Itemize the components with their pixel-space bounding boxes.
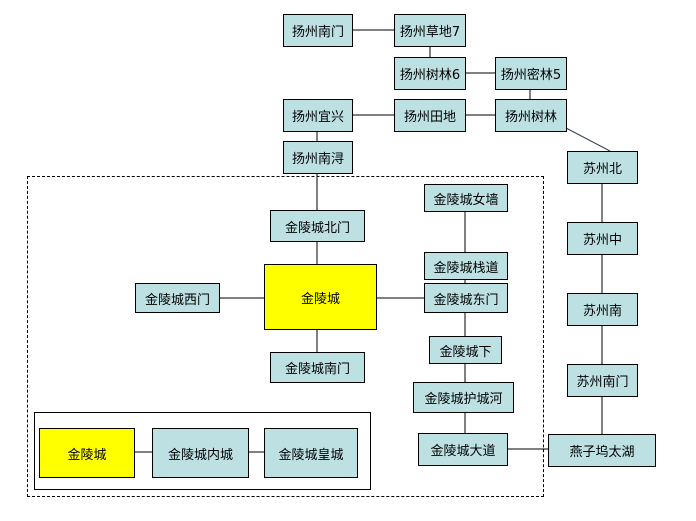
inner-city-legend-box	[34, 412, 371, 490]
node-inner-jinling-city[interactable]: 金陵城	[39, 428, 135, 478]
node-jinling-huchenghe[interactable]: 金陵城护城河	[413, 382, 514, 413]
node-suzhou-nan[interactable]: 苏州南	[567, 293, 638, 326]
node-jinling-nanmen[interactable]: 金陵城南门	[270, 352, 365, 383]
node-inner-neicheng[interactable]: 金陵城内城	[152, 428, 249, 478]
node-yangzhou-milin5[interactable]: 扬州密林5	[495, 57, 567, 90]
node-inner-huangcheng[interactable]: 金陵城皇城	[264, 428, 358, 478]
node-jinling-beimen[interactable]: 金陵城北门	[270, 210, 365, 242]
jinling-region-dashed-border	[27, 176, 544, 497]
node-yangzhou-nanxun[interactable]: 扬州南浔	[283, 141, 353, 174]
node-yangzhou-yixing[interactable]: 扬州宜兴	[283, 99, 353, 132]
node-yangzhou-shulin6[interactable]: 扬州树林6	[394, 57, 466, 90]
node-jinling-city[interactable]: 金陵城	[264, 264, 377, 330]
node-suzhou-zhong[interactable]: 苏州中	[567, 222, 638, 255]
node-jinling-ximen[interactable]: 金陵城西门	[135, 283, 220, 313]
node-jinling-xia[interactable]: 金陵城下	[429, 336, 502, 364]
node-suzhou-bei[interactable]: 苏州北	[567, 151, 638, 184]
node-yangzhou-shulin[interactable]: 扬州树林	[495, 99, 567, 132]
node-yanziwu-taihu[interactable]: 燕子坞太湖	[548, 434, 656, 467]
node-jinling-nvqiang[interactable]: 金陵城女墙	[424, 184, 508, 212]
node-yangzhou-nanmen[interactable]: 扬州南门	[283, 14, 353, 47]
node-suzhou-nanmen[interactable]: 苏州南门	[567, 364, 638, 397]
node-jinling-dongmen[interactable]: 金陵城东门	[424, 283, 508, 313]
node-jinling-dadao[interactable]: 金陵城大道	[418, 433, 508, 466]
node-yangzhou-tiandi[interactable]: 扬州田地	[394, 99, 466, 132]
node-yangzhou-caodi7[interactable]: 扬州草地7	[394, 14, 466, 47]
node-jinling-zhandao[interactable]: 金陵城栈道	[424, 252, 508, 280]
